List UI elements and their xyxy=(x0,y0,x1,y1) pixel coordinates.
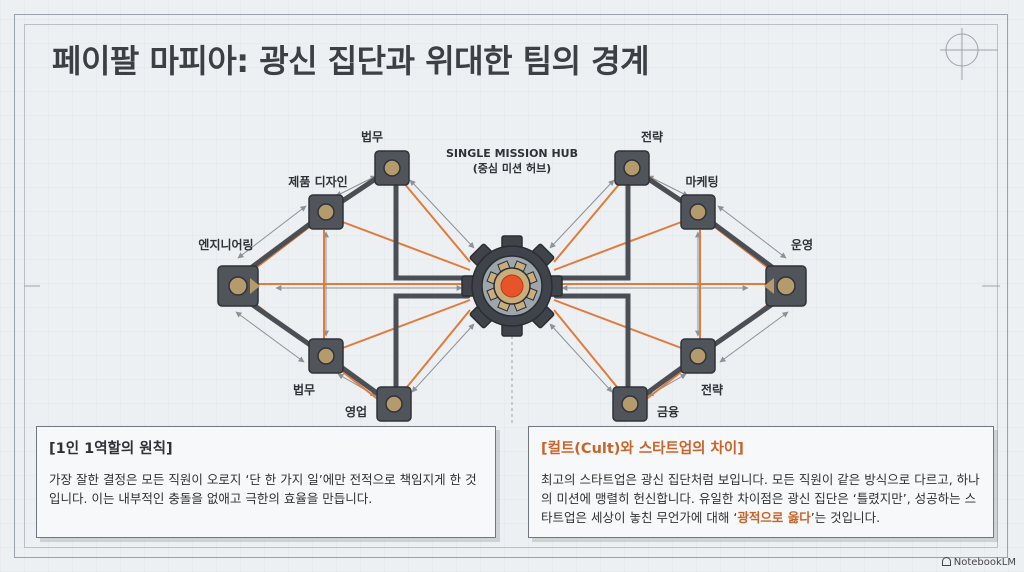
cult-startup-body: 최고의 스타트업은 광신 집단처럼 보입니다. 모든 직원이 같은 방식으로 다… xyxy=(541,470,981,527)
hub-label-ko: (중심 미션 허브) xyxy=(472,162,552,175)
label-finance: 금융 xyxy=(656,405,680,419)
label-engineering: 엔지니어링 xyxy=(198,238,254,252)
notebooklm-logo-icon xyxy=(941,557,951,566)
node-marketing xyxy=(680,194,716,230)
cult-startup-heading: [컬트(Cult)와 스타트업의 차이] xyxy=(541,441,744,457)
label-operations: 운영 xyxy=(790,238,814,252)
node-sales xyxy=(376,386,412,422)
hub-label: SINGLE MISSION HUB (중심 미션 허브) xyxy=(446,146,578,176)
cult-startup-body-text: 최고의 스타트업은 광신 집단처럼 보입니다. 모든 직원이 같은 방식으로 다… xyxy=(541,472,980,525)
node-strategy-bottom xyxy=(680,338,716,374)
label-legal-bottom: 법무 xyxy=(292,383,316,397)
hub-label-en: SINGLE MISSION HUB xyxy=(446,147,578,160)
label-legal-top: 법무 xyxy=(360,130,384,144)
crosshair-decoration xyxy=(24,28,1000,424)
principle-heading: [1인 1역할의 원칙] xyxy=(49,441,173,457)
node-operations xyxy=(764,265,807,307)
cult-startup-highlight: 광적으로 옳다 xyxy=(737,510,811,525)
node-legal-top xyxy=(374,150,410,186)
label-product-design: 제품 디자인 xyxy=(288,175,348,189)
cult-startup-box: [컬트(Cult)와 스타트업의 차이] 최고의 스타트업은 광신 집단처럼 보… xyxy=(528,426,994,538)
gear-icon xyxy=(461,235,563,337)
label-marketing: 마케팅 xyxy=(685,175,719,189)
watermark: NotebookLM xyxy=(941,557,1016,568)
cult-startup-body-end: ’는 것입니다. xyxy=(810,510,881,525)
node-engineering xyxy=(217,265,260,307)
node-legal-bottom xyxy=(308,338,344,374)
label-sales: 영업 xyxy=(344,405,368,419)
principle-box: [1인 1역할의 원칙] 가장 잘한 결정은 모든 직원이 오로지 ‘단 한 가… xyxy=(36,426,496,538)
principle-body: 가장 잘한 결정은 모든 직원이 오로지 ‘단 한 가지 일’에만 전적으로 책… xyxy=(49,472,477,506)
label-strategy-bottom: 전략 xyxy=(700,383,724,397)
watermark-text: NotebookLM xyxy=(953,557,1016,568)
page-title: 페이팔 마피아: 광신 집단과 위대한 팀의 경계 xyxy=(52,42,650,80)
label-strategy-top: 전략 xyxy=(640,130,664,144)
outer-frame xyxy=(14,14,1008,558)
node-product-design xyxy=(308,194,344,230)
node-finance xyxy=(612,386,648,422)
node-strategy-top xyxy=(614,150,650,186)
